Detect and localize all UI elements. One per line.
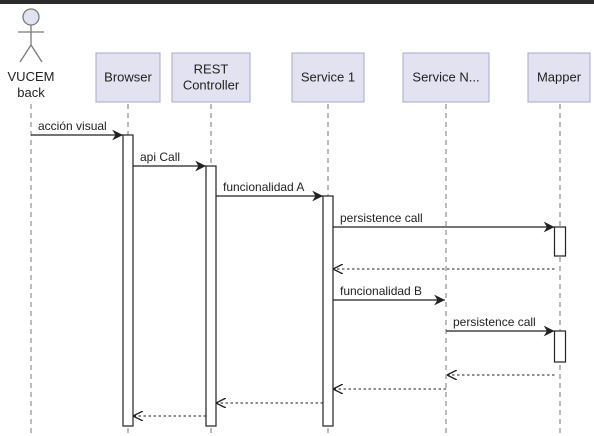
message-label: funcionalidad B — [340, 284, 422, 298]
participant-box — [171, 52, 251, 103]
participant-box — [527, 52, 591, 103]
call-message: funcionalidad A — [216, 180, 323, 202]
message-label: persistence call — [340, 211, 423, 225]
message-label: acción visual — [38, 119, 107, 133]
call-message: acción visual — [31, 119, 123, 141]
call-message: persistence call — [446, 315, 555, 337]
participant-mapper: Mapper — [527, 52, 591, 103]
call-message: funcionalidad B — [333, 284, 445, 306]
participant-label: Browser — [104, 70, 152, 85]
participant-box — [402, 52, 490, 103]
message-label: api Call — [140, 150, 180, 164]
participant-label: REST — [194, 62, 229, 77]
participant-label: back — [17, 85, 45, 100]
message-label: persistence call — [453, 315, 536, 329]
message-label: funcionalidad A — [223, 180, 304, 194]
participant-box — [95, 52, 161, 103]
participant-label: Service 1 — [301, 70, 355, 85]
participant-serviceN: Service N... — [402, 52, 490, 103]
actor-icon — [18, 8, 44, 63]
call-message: persistence call — [333, 211, 555, 233]
participant-label: Mapper — [537, 70, 582, 85]
participant-label: VUCEM — [8, 69, 55, 84]
activation-bar-mapper — [553, 330, 567, 363]
activation-bar-service1 — [322, 195, 334, 427]
window-top-bar — [0, 0, 594, 4]
participant-label: Controller — [183, 78, 240, 93]
participant-label: Service N... — [412, 70, 479, 85]
call-message: api Call — [133, 150, 206, 172]
participant-box — [291, 52, 365, 103]
activation-bar-mapper — [553, 226, 567, 257]
participant-browser: Browser — [95, 52, 161, 103]
activation-bar-browser — [122, 134, 134, 427]
participant-service1: Service 1 — [291, 52, 365, 103]
activation-bar-rest — [205, 165, 217, 427]
